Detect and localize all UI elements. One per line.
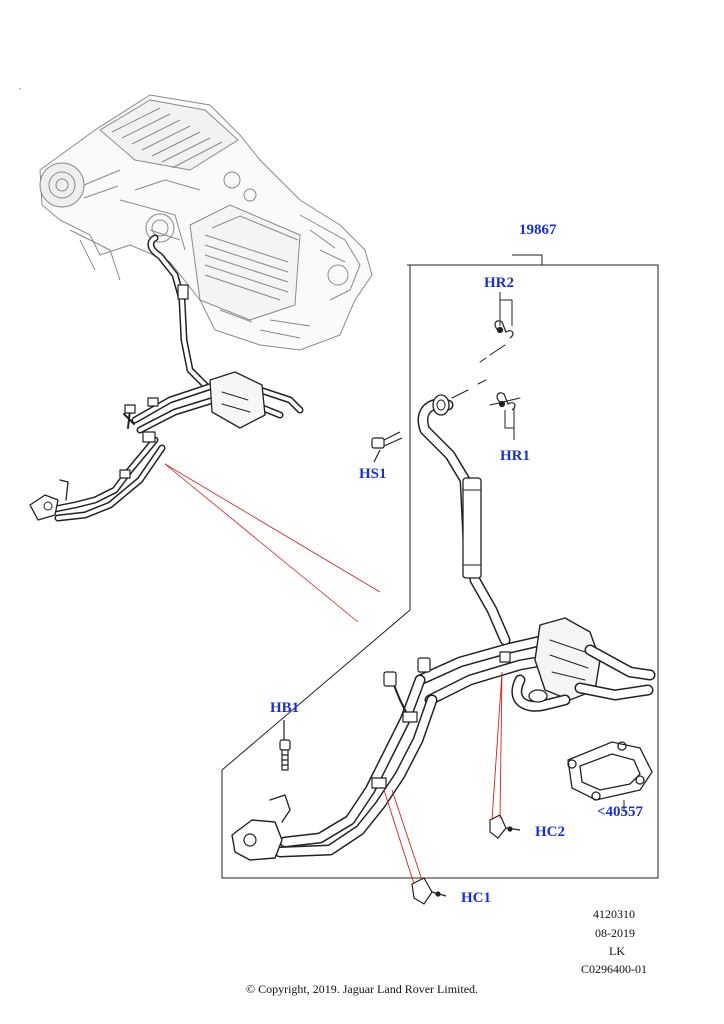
callout-hc2[interactable]: HC2 — [535, 824, 565, 840]
hr2-leader — [499, 292, 513, 326]
diagram-date: 08-2019 — [595, 926, 635, 940]
projection-lines — [164, 463, 381, 623]
callout-hs1[interactable]: HS1 — [359, 466, 387, 482]
callout-hr1[interactable]: HR1 — [500, 448, 530, 464]
assembly-leader — [512, 254, 543, 265]
callout-19867[interactable]: 19867 — [519, 222, 557, 238]
callout-hr2[interactable]: HR2 — [484, 275, 514, 291]
hc2-leaders — [491, 671, 503, 821]
detail-frame — [221, 264, 659, 879]
drawing-code: C0296400-01 — [581, 962, 647, 976]
ref-number: 4120310 — [593, 907, 635, 921]
hvac-unit-illustration — [39, 94, 373, 351]
callout-hc1[interactable]: HC1 — [461, 890, 491, 906]
region-code: LK — [609, 944, 625, 958]
gasket-part — [567, 741, 653, 801]
hb1-bolt — [279, 720, 291, 771]
hr-clips — [494, 320, 516, 411]
copyright-notice: © Copyright, 2019. Jaguar Land Rover Lim… — [245, 982, 479, 996]
callout-40557[interactable]: <40557 — [597, 804, 644, 820]
overview-pipe-assembly — [29, 234, 304, 522]
hc2-clip — [489, 814, 521, 839]
hc1-clip — [411, 877, 447, 905]
detail-pipe-assembly — [231, 344, 656, 861]
hc1-leaders — [383, 789, 423, 885]
callout-hb1[interactable]: HB1 — [270, 700, 300, 716]
hr1-leader — [504, 408, 515, 440]
hs1-screw — [371, 431, 403, 463]
